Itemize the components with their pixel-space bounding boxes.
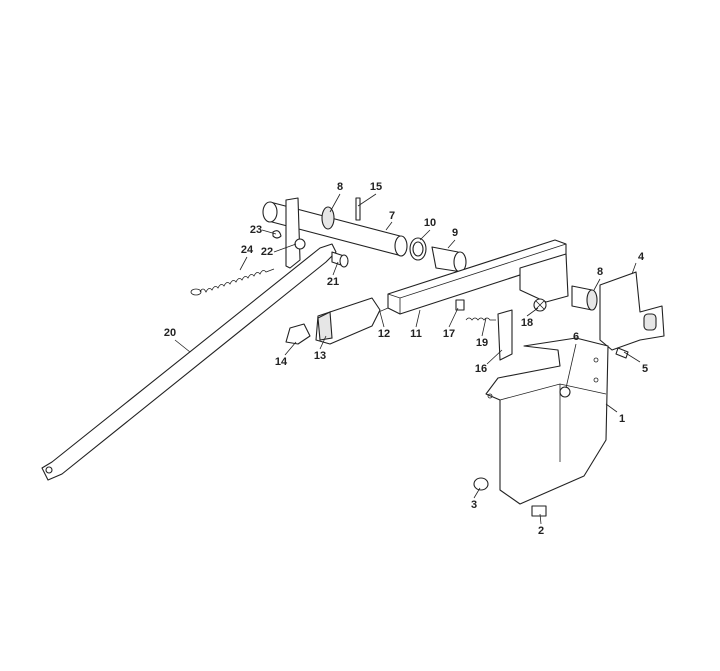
callout-15: 15 bbox=[369, 181, 383, 193]
callout-14: 14 bbox=[274, 356, 288, 368]
callout-17: 17 bbox=[442, 328, 456, 340]
part-washer-10 bbox=[409, 237, 427, 261]
callout-18: 18 bbox=[520, 317, 534, 329]
part-shaft-7 bbox=[262, 197, 408, 269]
callout-6: 6 bbox=[572, 331, 580, 343]
callout-12: 12 bbox=[377, 328, 391, 340]
part-nut-3 bbox=[473, 477, 489, 491]
callout-11: 11 bbox=[410, 328, 422, 340]
callout-7: 7 bbox=[388, 210, 396, 222]
part-bracket-1 bbox=[485, 337, 609, 505]
callout-8: 8 bbox=[596, 266, 604, 278]
callout-5: 5 bbox=[641, 363, 649, 375]
callout-1: 1 bbox=[618, 413, 626, 425]
part-bolt-5 bbox=[615, 347, 629, 359]
callout-leaders bbox=[174, 193, 641, 525]
callout-9: 9 bbox=[451, 227, 459, 239]
callout-24: 24 bbox=[240, 244, 254, 256]
part-spring-19 bbox=[465, 317, 496, 321]
callout-8: 8 bbox=[336, 181, 344, 193]
part-nut-18 bbox=[533, 298, 547, 312]
callout-3: 3 bbox=[470, 499, 478, 511]
part-bracket-4 bbox=[599, 271, 665, 351]
callout-4: 4 bbox=[637, 251, 645, 263]
part-cap-14 bbox=[285, 323, 311, 345]
part-bushing-9 bbox=[431, 246, 467, 273]
callout-10: 10 bbox=[423, 217, 437, 229]
callout-16: 16 bbox=[474, 363, 488, 375]
callout-13: 13 bbox=[313, 350, 327, 362]
callout-23: 23 bbox=[249, 224, 263, 236]
part-arm-11 bbox=[387, 239, 569, 315]
callout-19: 19 bbox=[475, 337, 489, 349]
part-grip-13 bbox=[315, 297, 381, 345]
part-clip-23 bbox=[272, 230, 282, 239]
part-bushing-8b bbox=[571, 285, 598, 311]
part-pin-21 bbox=[331, 251, 349, 268]
part-rod-20 bbox=[41, 243, 337, 481]
part-washer-22 bbox=[294, 238, 306, 250]
callout-22: 22 bbox=[260, 246, 274, 258]
callout-2: 2 bbox=[537, 525, 545, 537]
callout-21: 21 bbox=[326, 276, 340, 288]
part-plate-16 bbox=[497, 309, 513, 361]
part-pin-17 bbox=[455, 299, 465, 311]
part-bolt-2 bbox=[531, 505, 547, 517]
part-spring-24 bbox=[190, 268, 275, 296]
callout-20: 20 bbox=[163, 327, 177, 339]
